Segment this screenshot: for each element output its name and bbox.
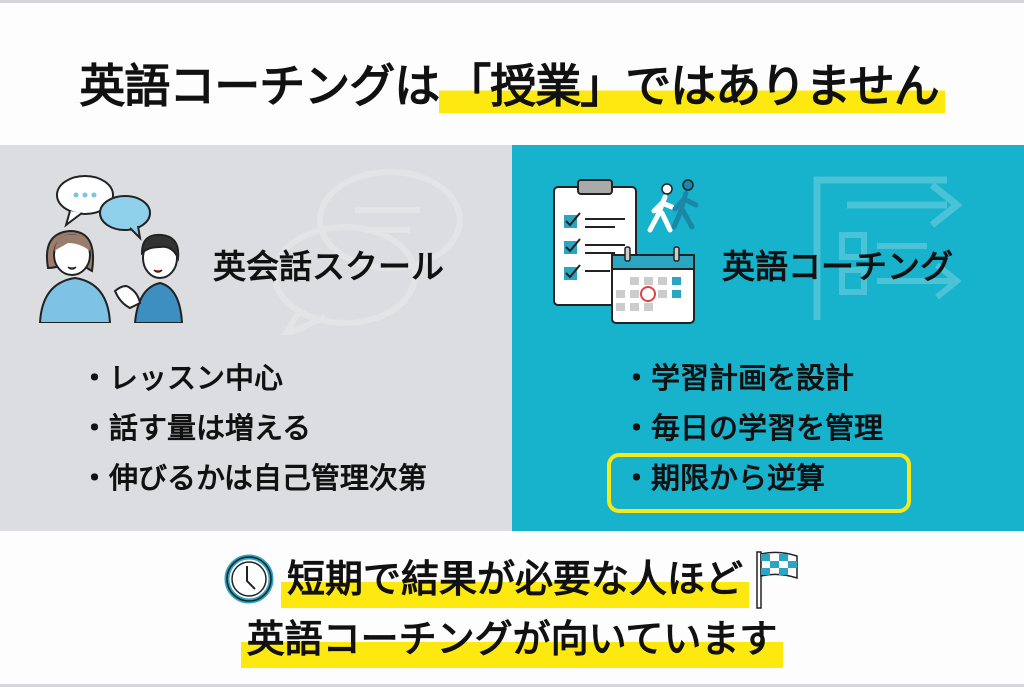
top-border	[0, 0, 1024, 3]
closing-line-2: 英語コーチングが向いています	[0, 610, 1024, 668]
english-coaching-title: 英語コーチング	[722, 247, 953, 286]
speech-bubble-bg-icon	[272, 169, 463, 335]
bullet-item: ・学習計画を設計	[622, 361, 855, 395]
closing-line-2-text: 英語コーチングが向いています	[240, 610, 784, 668]
english-school-bullets: ・レッスン中心 ・話す量は増える ・伸びるかは自己管理次第	[80, 353, 427, 503]
english-school-title: 英会話スクール	[213, 247, 444, 286]
title-highlight: 「授業」ではありません	[439, 59, 945, 113]
bullet-item: ・話す量は増える	[80, 411, 312, 445]
english-coaching-bullets: ・学習計画を設計 ・毎日の学習を管理 ・期限から逆算	[622, 353, 883, 503]
bullet-item: ・毎日の学習を管理	[622, 411, 884, 445]
flow-arrows-bg-icon	[813, 176, 963, 320]
closing-message: 短期で結果が必要な人ほど 英語コーチングが向いています	[0, 548, 1024, 668]
title-part1: 英語コーチングは	[79, 59, 440, 113]
page-title: 英語コーチングは「授業」ではありません	[0, 50, 1024, 116]
people-conversation-icon	[38, 175, 184, 323]
bullet-item-highlighted: ・期限から逆算	[622, 461, 826, 495]
clock-icon	[224, 554, 274, 604]
english-coaching-panel: 英語コーチング ・学習計画を設計 ・毎日の学習を管理 ・期限から逆算	[512, 145, 1024, 531]
checkered-flag-icon	[756, 551, 798, 609]
highlight-box	[607, 453, 911, 513]
closing-line-1-text: 短期で結果が必要な人ほど	[280, 550, 749, 608]
english-school-panel: 英会話スクール ・レッスン中心 ・話す量は増える ・伸びるかは自己管理次第	[0, 145, 512, 531]
bottom-border	[0, 684, 1024, 687]
bullet-item: ・レッスン中心	[80, 361, 284, 395]
bullet-item: ・伸びるかは自己管理次第	[80, 461, 427, 495]
closing-line-1: 短期で結果が必要な人ほど	[0, 548, 1024, 610]
checklist-calendar-icon	[553, 179, 699, 324]
